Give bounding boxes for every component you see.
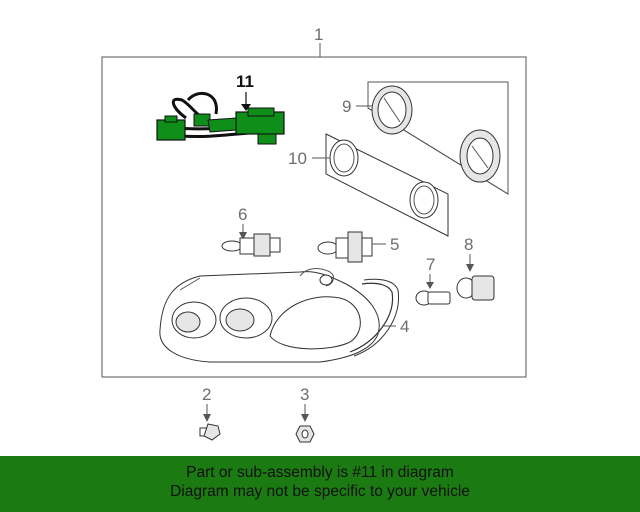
nut-part-3[interactable]: 3 [295,385,315,443]
callout-2: 2 [202,385,211,404]
assembly-frame [101,56,527,378]
callout-10: 10 [288,149,307,168]
callout-7: 7 [426,255,435,274]
callout-6: 6 [238,205,247,224]
screw-part-2[interactable]: 2 [199,385,221,441]
callout-3: 3 [300,385,309,404]
bulb-cover-part-9[interactable]: 9 [342,81,509,195]
footer-line-1: Part or sub-assembly is #11 in diagram [186,464,454,481]
footer-banner: Part or sub-assembly is #11 in diagram D… [0,456,640,512]
footer-line-2: Diagram may not be specific to your vehi… [170,483,470,500]
socket-part-8[interactable]: 8 [456,235,495,301]
callout-1: 1 [314,25,323,44]
headlamp-housing[interactable] [159,268,380,363]
callout-9: 9 [342,97,351,116]
parts-diagram: 1 11 9 10 [101,25,527,443]
wiring-harness-part-11[interactable]: 11 [156,72,285,145]
bulb-part-6[interactable]: 6 [221,205,281,257]
bulb-part-7[interactable]: 7 [415,255,451,306]
trim-strip-part-4[interactable]: 4 [349,278,409,357]
callout-5: 5 [390,235,399,254]
callout-4: 4 [400,317,409,336]
callout-11: 11 [236,72,254,91]
gasket-panel-part-10[interactable]: 10 [288,133,449,237]
bulb-part-5[interactable]: 5 [317,231,399,263]
callout-8: 8 [464,235,473,254]
